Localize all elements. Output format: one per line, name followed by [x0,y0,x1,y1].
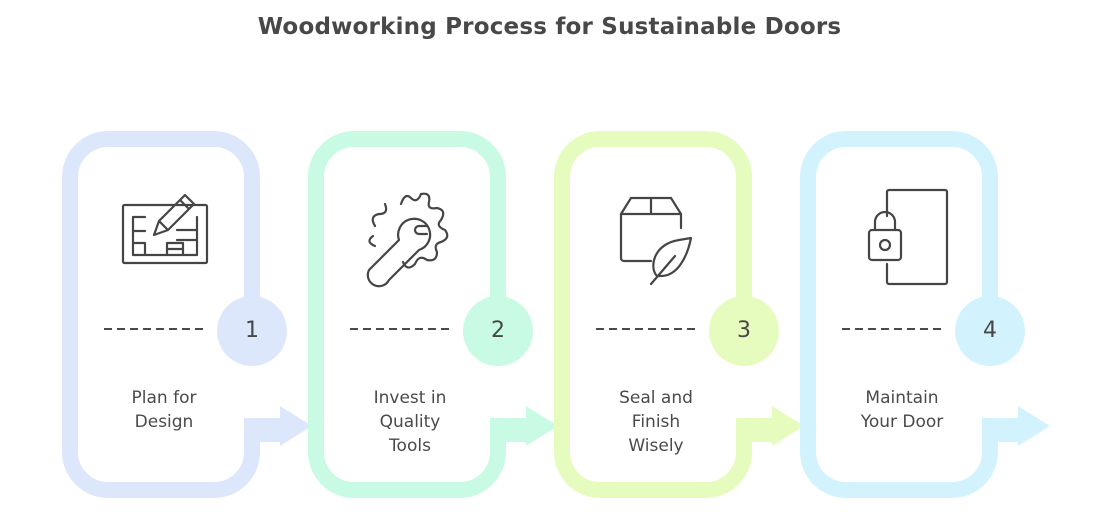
step-label-line: Your Door [860,412,944,432]
box-leaf-icon [619,196,693,286]
step-label-line: Wisely [628,436,684,456]
flow-arrow [736,406,804,446]
diagram-title: Woodworking Process for Sustainable Door… [257,14,842,40]
flow-arrow [982,406,1050,446]
step-number-badge [955,296,1025,366]
step-frame [800,131,998,498]
blueprint-pencil-icon [121,193,209,265]
step-number-badge [217,296,287,366]
step-frame [554,131,752,498]
step-label-line: Maintain [865,388,939,408]
step-label-line: Finish [631,412,681,432]
step-label-line: Seal and [619,388,693,408]
step-number-badge [709,296,779,366]
flow-arrow [244,406,312,446]
step-label-line: Design [134,412,194,432]
step-number: 4 [983,318,997,343]
step-number: 2 [491,318,505,343]
step-number: 3 [737,318,751,343]
step-frame [62,131,260,498]
door-lock-icon [867,188,949,286]
step-number-badge [463,296,533,366]
step-number: 1 [245,318,259,343]
step-label-line: Invest in [373,388,447,408]
step-label-line: Tools [389,436,431,456]
step-frame [308,131,506,498]
gear-wrench-icon [366,192,449,288]
flow-arrow [490,406,558,446]
step-label-line: Plan for [131,388,197,408]
step-label-line: Quality [379,412,441,432]
